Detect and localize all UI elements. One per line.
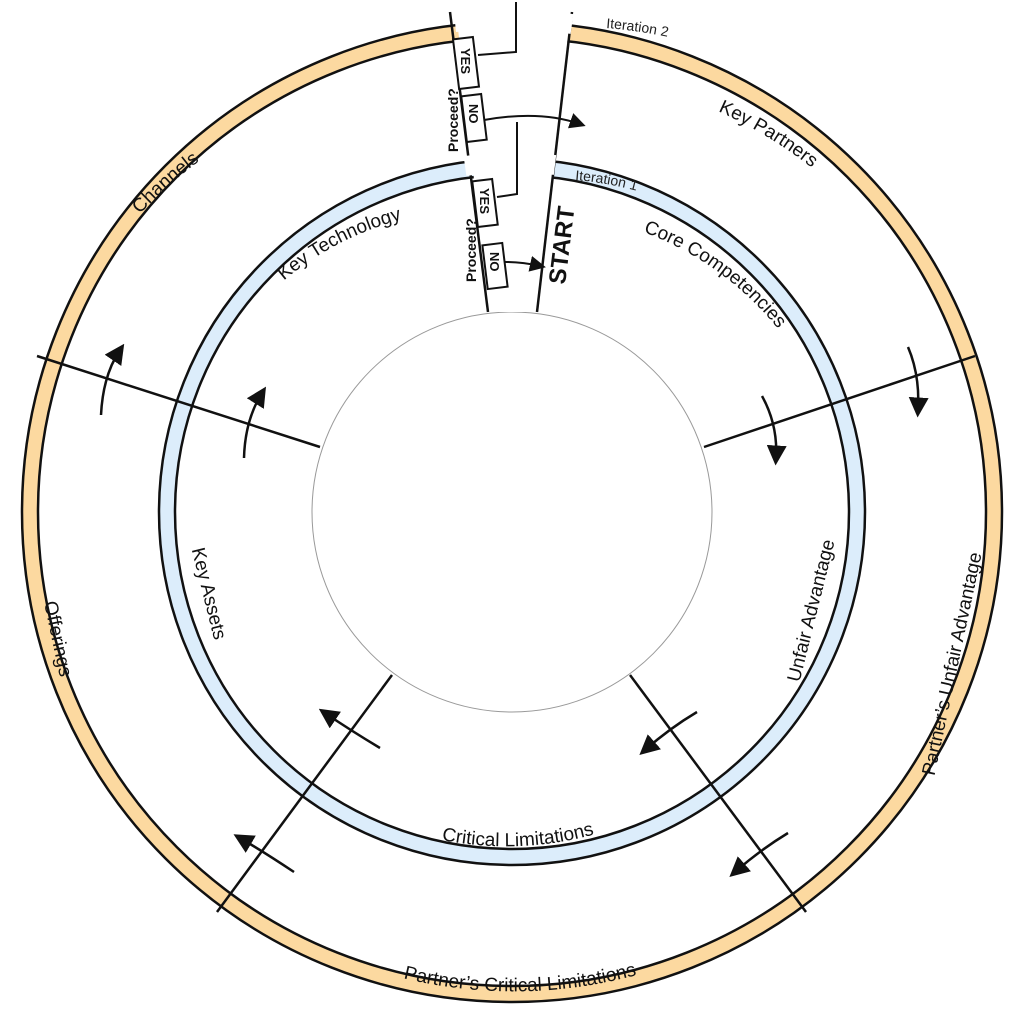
arrow-outer-left xyxy=(99,343,125,416)
decision-inner: YES NO Proceed? xyxy=(463,122,546,291)
decision-outer-question: Proceed? xyxy=(445,88,461,152)
arrow-inner-bottom-right xyxy=(639,710,698,755)
arrow-inner-left xyxy=(242,386,266,459)
decision-inner-question: Proceed? xyxy=(463,218,479,282)
arrow-outer-bottom-right xyxy=(729,831,789,877)
decision-inner-no: NO xyxy=(487,252,502,272)
flow-arrows xyxy=(99,343,929,877)
center-circle xyxy=(311,311,713,713)
arrow-inner-bottom-left xyxy=(318,708,381,750)
decision-outer-yes: YES xyxy=(458,48,473,74)
start-label: START xyxy=(544,204,580,285)
arrow-outer-right xyxy=(906,346,929,418)
decision-outer-no: NO xyxy=(466,104,481,124)
arrow-inner-right xyxy=(760,395,787,466)
channels-label: Channels xyxy=(128,148,202,218)
decision-outer: YES NO Proceed? xyxy=(445,2,586,152)
arrow-outer-bottom-left xyxy=(233,834,295,874)
decision-inner-yes: YES xyxy=(477,188,492,214)
